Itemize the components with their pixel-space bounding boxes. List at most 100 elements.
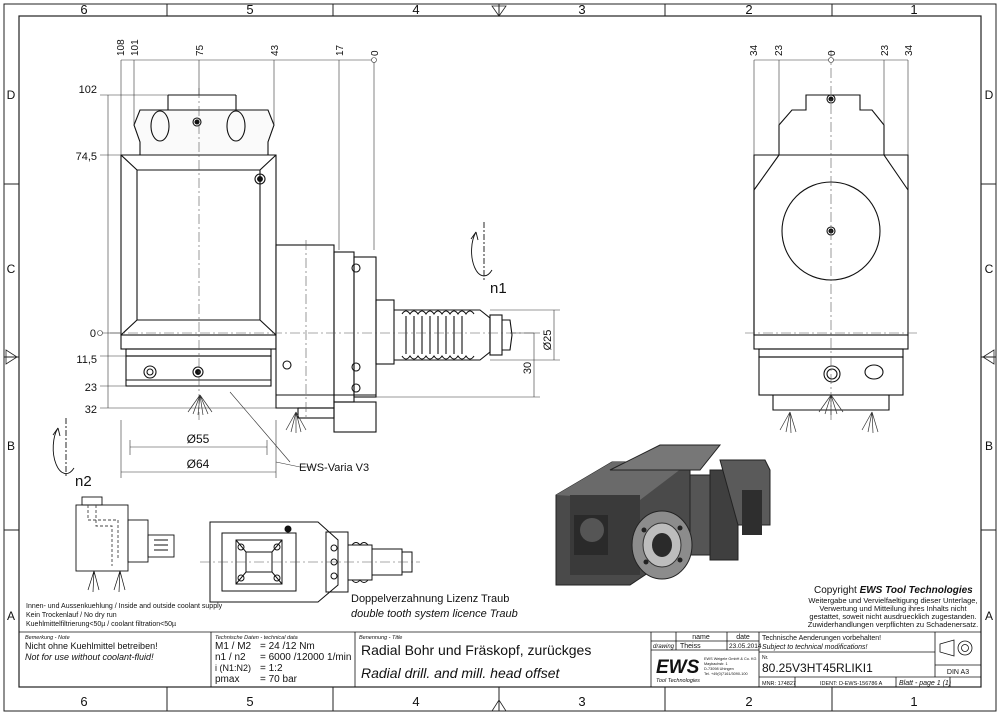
tech-data-label: Technische Daten - technical data (215, 635, 298, 641)
designation-label: Benennung - Title (359, 635, 402, 641)
tech-value: = 6000 /12000 1/min (260, 652, 351, 663)
dimension-30: 30 (522, 362, 534, 374)
column-label: 6 (80, 2, 87, 17)
nr-label: Nr. (762, 655, 768, 661)
address-line: Tel. +49(0)7161/3090-100 (704, 672, 748, 676)
remark-label: Bemerkung - Note (25, 635, 70, 641)
tech-value: = 24 /12 Nm (260, 641, 315, 652)
column-label: 3 (578, 2, 585, 17)
side-view-geometry (120, 94, 513, 433)
tech-label: n1 / n2 (215, 652, 246, 663)
dimension-label: 34 (904, 44, 915, 56)
callout-varia-v3: EWS-Varia V3 (299, 462, 369, 474)
drawing-number: 80.25V3HT45RLIKI1 (762, 661, 873, 675)
mnr: MNR: 174827 (762, 681, 796, 687)
dimension-label: 11,5 (76, 354, 97, 366)
tech-value: = 1:2 (260, 663, 283, 674)
column-label: 5 (246, 2, 253, 17)
column-date: date (736, 634, 750, 641)
company-logo: EWS (656, 657, 700, 678)
spindle-bellows (401, 310, 475, 360)
front-view: 34 23 0 23 34 (745, 44, 918, 434)
rotation-symbol-n1 (470, 222, 493, 280)
remark-de: Nicht ohne Kuehlmittel betreiben! (25, 641, 158, 651)
dimension-label: 108 (116, 39, 127, 56)
row-label: B (7, 439, 15, 453)
changes-en: Subject to technical modifications! (762, 644, 867, 651)
column-label: 2 (745, 2, 752, 17)
tech-label: pmax (215, 674, 239, 685)
front-view-top-dimensions: 34 23 0 23 34 (749, 44, 915, 56)
column-name: name (692, 634, 710, 641)
dimension-label: 23 (880, 44, 891, 56)
dimension-label: 0 (827, 50, 838, 56)
column-label: 1 (910, 2, 917, 17)
dimension-label: 43 (270, 44, 281, 56)
tooth-system-note-en: double tooth system licence Traub (351, 608, 518, 620)
column-label: 3 (578, 694, 585, 709)
row-label: B (985, 439, 993, 453)
tech-label: M1 / M2 (215, 641, 252, 652)
row-label: D (7, 88, 16, 102)
side-view-left-dimensions: 102 74,5 0 11,5 23 32 (76, 84, 97, 416)
dimension-label: 0 (370, 50, 381, 56)
frame-column-labels: 6 5 4 3 2 1 6 5 4 3 2 1 (80, 2, 917, 709)
dimension-label: 75 (195, 44, 206, 56)
dimension-label: 101 (130, 39, 141, 56)
coolant-schematic (75, 496, 175, 593)
address-line: Maybachstr. 1 (704, 662, 728, 666)
note-line: Innen- und Aussenkuehlung / Inside and o… (26, 603, 223, 610)
note-line: Kein Trockenlauf / No dry run (26, 612, 117, 619)
dimension-label: 102 (79, 84, 97, 96)
changes-de: Technische Aenderungen vorbehalten! (762, 635, 881, 642)
dimension-diameter-64: Ø64 (187, 457, 210, 471)
dimension-label: 23 (85, 382, 97, 394)
rotation-symbol-n2 (52, 418, 75, 478)
remark-en: Not for use without coolant-fluid! (25, 652, 154, 662)
copyright-notice: Weitergabe und Vervielfaeltigung dieser … (808, 596, 979, 629)
dimension-label: 74,5 (76, 151, 97, 163)
column-label: 5 (246, 694, 253, 709)
side-view: 108 101 75 43 17 0 102 74,5 0 11,5 23 32… (52, 39, 560, 490)
front-dimension-origin (828, 57, 834, 63)
title-block (19, 631, 981, 687)
tech-data-table: M1 / M2 = 24 /12 Nm n1 / n2 = 6000 /1200… (215, 641, 351, 685)
drawing-frame (3, 3, 997, 712)
column-label: 2 (745, 694, 752, 709)
paper-format: DIN A3 (947, 669, 969, 676)
row-label: D (985, 88, 994, 102)
side-view-dimension-lines (100, 59, 560, 478)
side-view-top-dimensions: 108 101 75 43 17 0 (116, 39, 381, 56)
sheet-number: Blatt - page 1 (1) (899, 680, 951, 687)
frame-row-labels: D C B A D C B A (7, 88, 994, 623)
copyright-line: Zuwiderhandlungen verpflichten zu Schade… (808, 620, 979, 629)
copyright-line: Verwertung und Mitteilung ihres Inhalts … (819, 604, 967, 613)
row-label: C (7, 262, 16, 276)
row-label: A (7, 609, 15, 623)
dimension-label: 32 (85, 404, 97, 416)
drawing-label: drawing (653, 644, 675, 650)
row-label: A (985, 609, 993, 623)
copyright-title: Copyright EWS Tool Technologies (814, 585, 973, 596)
front-view-centerlines (745, 50, 918, 420)
copyright-line: gestattet, soweit nicht ausdruecklich zu… (809, 612, 976, 621)
column-label: 6 (80, 694, 87, 709)
row-label: C (985, 262, 994, 276)
dimension-diameter-25: Ø25 (542, 330, 554, 351)
dimension-label: 34 (749, 44, 760, 56)
rotation-label-n1: n1 (490, 280, 507, 297)
ident: IDENT: D-EWS-156786 A (820, 681, 883, 687)
address-line: D-73098 Uhingen (704, 667, 734, 671)
column-label: 4 (412, 694, 419, 709)
copyright-line: Weitergabe und Vervielfaeltigung dieser … (808, 596, 977, 605)
dimension-diameter-55: Ø55 (187, 432, 210, 446)
designation-de: Radial Bohr und Fräskopf, zurückges (361, 642, 591, 658)
rendered-3d-view (555, 444, 771, 586)
address-line: EWS Weigele GmbH & Co. KG (704, 657, 757, 661)
designation-en: Radial drill. and mill. head offset (361, 665, 561, 681)
side-view-centerlines (110, 88, 535, 420)
dimension-label: 23 (774, 44, 785, 56)
drawn-by: Theiss (680, 643, 701, 650)
dimension-label: 17 (335, 44, 346, 56)
